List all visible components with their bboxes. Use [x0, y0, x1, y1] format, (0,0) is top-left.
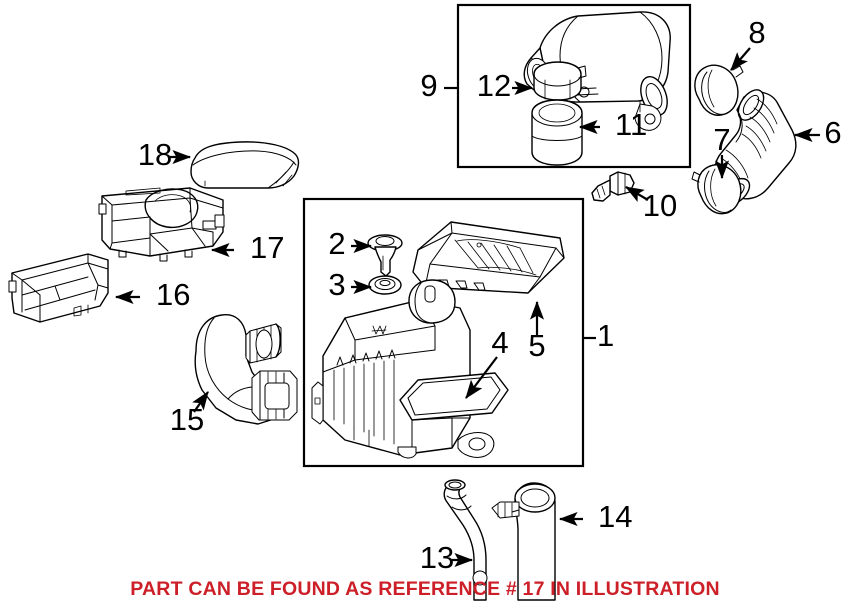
- group-box-9: [456, 3, 692, 169]
- callout-leaders: [114, 47, 820, 568]
- callout-label-5: 5: [528, 328, 545, 363]
- callout-label-2: 2: [328, 226, 345, 261]
- part-13-breather-hose: [443, 479, 488, 601]
- part-15-air-inlet-duct: [194, 314, 298, 425]
- part-12-duct-clamp: [533, 61, 587, 101]
- part-16-lower-air-guide: [8, 253, 109, 323]
- part-3-rubber-grommet: [368, 275, 402, 295]
- callout-label-18: 18: [138, 137, 172, 172]
- part-8-hose-clamp-upper: [694, 64, 744, 116]
- callout-label-1: 1: [597, 318, 614, 353]
- callout-label-10: 10: [643, 188, 677, 223]
- part-5-air-cleaner-cover: [412, 221, 565, 294]
- callout-label-6: 6: [824, 115, 841, 150]
- part-17-air-guide-housing: [98, 187, 225, 262]
- part-18-air-guide-cover: [190, 141, 300, 189]
- part-14-resonator-tube: [491, 482, 556, 601]
- callout-label-4: 4: [491, 325, 508, 360]
- callout-label-13: 13: [420, 540, 454, 575]
- callout-label-9: 9: [420, 68, 437, 103]
- callout-label-16: 16: [156, 277, 190, 312]
- callout-label-3: 3: [328, 267, 345, 302]
- callout-label-12: 12: [477, 68, 511, 103]
- group-box-1: [302, 197, 585, 468]
- reference-caption: PART CAN BE FOUND AS REFERENCE # 17 IN I…: [130, 578, 720, 600]
- callout-label-7: 7: [713, 122, 730, 157]
- part-7-hose-clamp-lower: [691, 164, 742, 215]
- part-2-mounting-pin: [367, 234, 403, 277]
- callout-label-8: 8: [748, 15, 765, 50]
- callout-label-11: 11: [615, 107, 647, 142]
- callout-label-14: 14: [598, 499, 632, 534]
- callout-label-15: 15: [170, 402, 204, 437]
- part-11-rubber-sleeve: [531, 99, 583, 166]
- callout-label-17: 17: [250, 230, 284, 265]
- part-1-air-cleaner-housing: [311, 279, 509, 459]
